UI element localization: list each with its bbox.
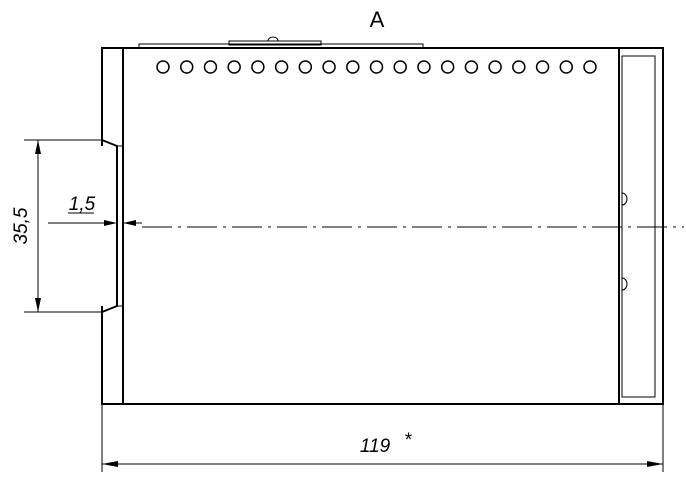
terminal-hole	[559, 60, 574, 74]
view-label: A	[370, 7, 385, 32]
terminal-hole	[393, 60, 407, 74]
terminal-hole	[298, 60, 313, 74]
terminal-hole	[322, 60, 336, 74]
width-dimension: 119 *	[101, 404, 664, 472]
gap-dimension: 1,5	[48, 194, 142, 226]
terminal-hole	[583, 60, 597, 74]
terminal-hole	[535, 60, 550, 74]
housing-body	[101, 47, 664, 405]
terminal-hole	[512, 60, 526, 74]
gap-label: 1,5	[69, 194, 96, 215]
terminal-hole	[488, 60, 502, 74]
top-cover	[138, 36, 424, 49]
terminal-row	[156, 60, 597, 74]
terminal-hole	[179, 60, 194, 74]
terminal-hole	[156, 60, 170, 74]
terminal-hole	[346, 60, 360, 74]
height-dimension: 35,5	[11, 139, 102, 313]
width-label: 119	[360, 436, 391, 457]
width-mark: *	[404, 430, 412, 451]
terminal-hole	[369, 60, 384, 74]
terminal-hole	[440, 60, 455, 74]
terminal-hole	[274, 60, 289, 74]
terminal-hole	[203, 60, 218, 74]
din-rail-notch	[99, 139, 123, 313]
terminal-hole	[417, 60, 431, 74]
terminal-hole	[464, 60, 479, 74]
height-label: 35,5	[11, 207, 32, 244]
terminal-hole	[251, 60, 265, 74]
terminal-hole	[227, 60, 241, 74]
